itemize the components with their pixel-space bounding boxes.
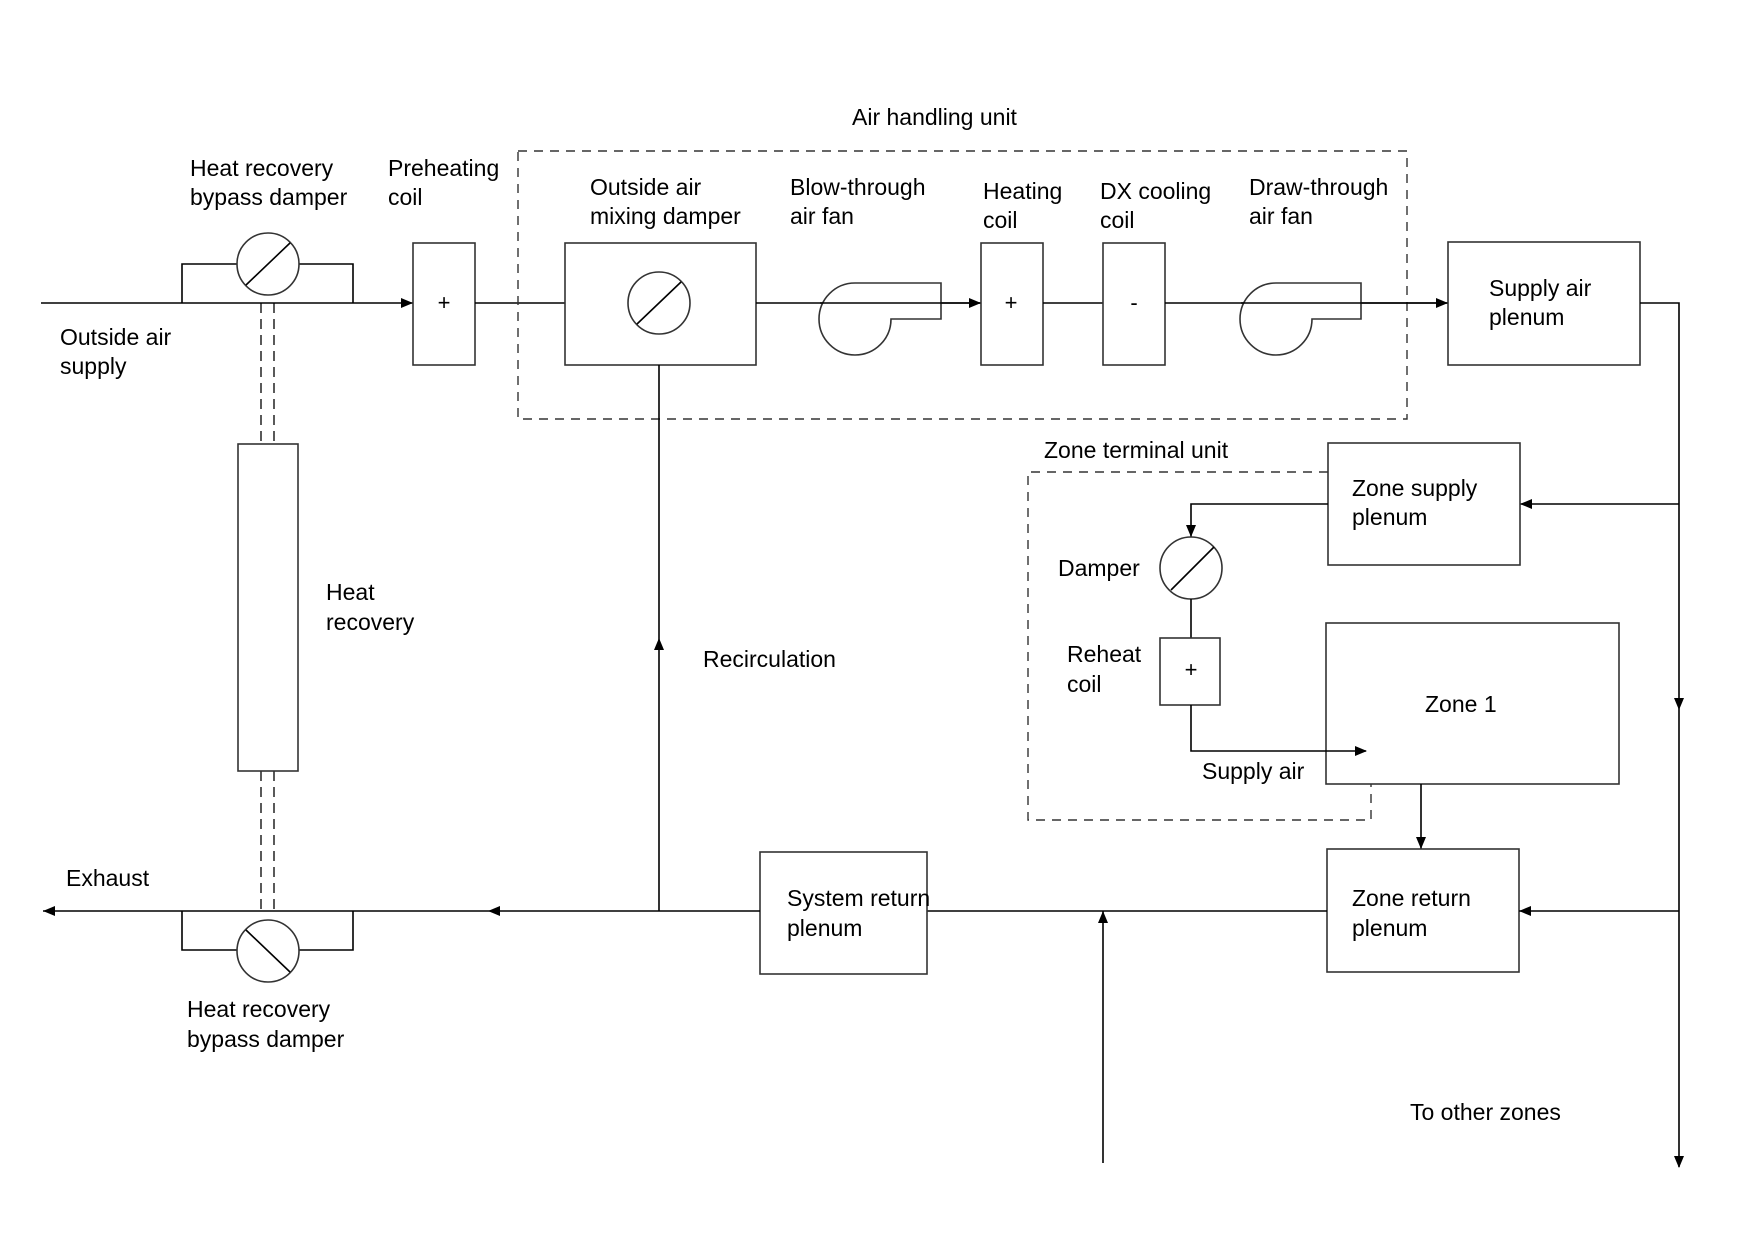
zone-terminal-unit-boundary (1027, 471, 1372, 821)
supply-air-label: Supply air (1202, 758, 1305, 784)
to-other-zones-label: To other zones (1410, 1099, 1561, 1125)
system-return-plenum-label: plenum (787, 915, 862, 941)
zone-return-plenum-label: plenum (1352, 915, 1427, 941)
heating-coil (980, 242, 1044, 366)
zone-terminal-unit-label: Zone terminal unit (1044, 437, 1229, 463)
bypass-duct-top-right (299, 263, 354, 303)
zone-1-label: Zone 1 (1425, 691, 1497, 717)
recirculation-label: Recirculation (703, 646, 836, 672)
plus-icon: + (438, 290, 451, 315)
arrow-right-icon (969, 298, 981, 308)
damper-icon (236, 232, 300, 296)
plus-icon: + (1005, 290, 1018, 315)
outside-air-supply-label: Outside air (60, 324, 172, 350)
hr-bypass-damper-bottom-label: bypass damper (187, 1026, 345, 1052)
arrow-down-icon (1674, 698, 1684, 710)
arrow-left-icon (43, 906, 55, 916)
dx-cooling-coil-label: coil (1100, 207, 1135, 233)
arrow-right-icon (1436, 298, 1448, 308)
zone-supply-plenum (1327, 442, 1521, 566)
arrow-left-icon (1520, 499, 1532, 509)
heat-recovery-label: Heat (326, 579, 375, 605)
system-return-plenum-label: System return (787, 885, 930, 911)
damper-icon (236, 919, 300, 983)
air-handling-unit-label: Air handling unit (852, 104, 1018, 130)
heat-recovery-label: recovery (326, 609, 415, 635)
fan-icon (818, 282, 942, 356)
reheat-coil (1159, 637, 1221, 706)
arrow-up-icon (654, 638, 664, 650)
damper-icon (627, 271, 691, 335)
damper-icon (1159, 536, 1223, 600)
blow-through-fan-label: Blow-through (790, 174, 926, 200)
outside-air-supply-label: supply (60, 353, 127, 379)
dx-cooling-coil (1102, 242, 1166, 366)
zone-supply-plenum-label: plenum (1352, 504, 1427, 530)
heat-recovery-unit (237, 443, 299, 772)
bypass-duct-bottom-left (181, 911, 237, 951)
zone-supply-plenum-label: Zone supply (1352, 475, 1478, 501)
preheating-coil (412, 242, 476, 366)
arrow-down-icon (1416, 837, 1426, 849)
supply-air-duct (1190, 705, 1366, 752)
supply-air-plenum-label: Supply air (1489, 275, 1592, 301)
heating-coil-label: Heating (983, 178, 1062, 204)
arrow-up-icon (1098, 911, 1108, 923)
plus-icon: + (1185, 657, 1198, 682)
hr-bypass-damper-top-label: bypass damper (190, 184, 348, 210)
preheating-coil-label: coil (388, 184, 423, 210)
zone-1 (1325, 622, 1620, 785)
reheat-coil-label: Reheat (1067, 641, 1142, 667)
blow-through-fan-label: air fan (790, 203, 854, 229)
arrow-left-icon (1519, 906, 1531, 916)
dx-cooling-coil-label: DX cooling (1100, 178, 1211, 204)
arrow-right-icon (401, 298, 413, 308)
supply-air-plenum (1447, 241, 1641, 366)
minus-icon: - (1130, 290, 1137, 315)
supply-main-duct (1640, 302, 1680, 1167)
zone-return-plenum (1326, 848, 1520, 973)
mixing-damper-label: Outside air (590, 174, 702, 200)
air-handling-unit-boundary (517, 150, 1408, 420)
hr-bypass-damper-top-label: Heat recovery (190, 155, 334, 181)
draw-through-fan-label: air fan (1249, 203, 1313, 229)
preheating-coil-label: Preheating (388, 155, 499, 181)
bypass-duct-top-left (181, 263, 237, 303)
arrow-left-icon (488, 906, 500, 916)
arrow-down-icon (1674, 1156, 1684, 1168)
reheat-coil-label: coil (1067, 671, 1102, 697)
exhaust-label: Exhaust (66, 865, 150, 891)
draw-through-fan-label: Draw-through (1249, 174, 1388, 200)
supply-air-plenum-label: plenum (1489, 304, 1564, 330)
bypass-duct-bottom-right (299, 911, 354, 951)
damper-label: Damper (1058, 555, 1140, 581)
zone-return-plenum-label: Zone return (1352, 885, 1471, 911)
mixing-damper-label: mixing damper (590, 203, 741, 229)
heating-coil-label: coil (983, 207, 1018, 233)
duct (1190, 503, 1328, 537)
system-return-plenum (759, 851, 928, 975)
arrow-right-icon (1355, 746, 1367, 756)
arrow-down-icon (1186, 525, 1196, 537)
fan-icon (1239, 282, 1362, 356)
hr-bypass-damper-bottom-label: Heat recovery (187, 996, 331, 1022)
